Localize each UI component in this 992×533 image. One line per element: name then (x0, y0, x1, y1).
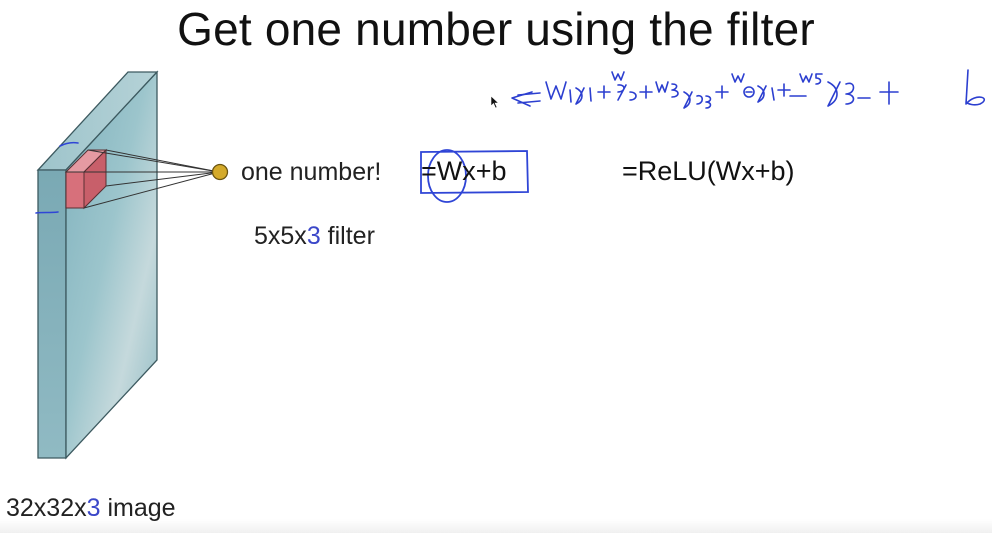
output-label: one number! (241, 158, 382, 186)
volume-annotation-marks (35, 141, 79, 214)
image-label: 32x32x3 image (6, 494, 176, 523)
image-volume (36, 70, 159, 460)
formula-linear: =Wx+b (421, 156, 507, 186)
filter-label-depth: 3 (306, 222, 321, 250)
filter-label-suffix: filter (320, 222, 375, 250)
image-label-suffix: image (100, 494, 176, 522)
filter-label: 5x5x3 filter (254, 222, 375, 251)
formula-highlight (420, 149, 529, 203)
handwritten-expansion (511, 69, 986, 109)
slide-title: Get one number using the filter (177, 3, 815, 55)
arrow-pointer-icon (490, 95, 500, 109)
output-node (211, 163, 229, 181)
projection-lines (66, 149, 220, 209)
filter-label-prefix: 5x5x (254, 222, 307, 250)
bottom-shadow (0, 519, 992, 533)
formula-relu: =ReLU(Wx+b) (622, 156, 795, 186)
image-label-depth: 3 (86, 494, 101, 522)
image-label-prefix: 32x32x (6, 494, 87, 522)
